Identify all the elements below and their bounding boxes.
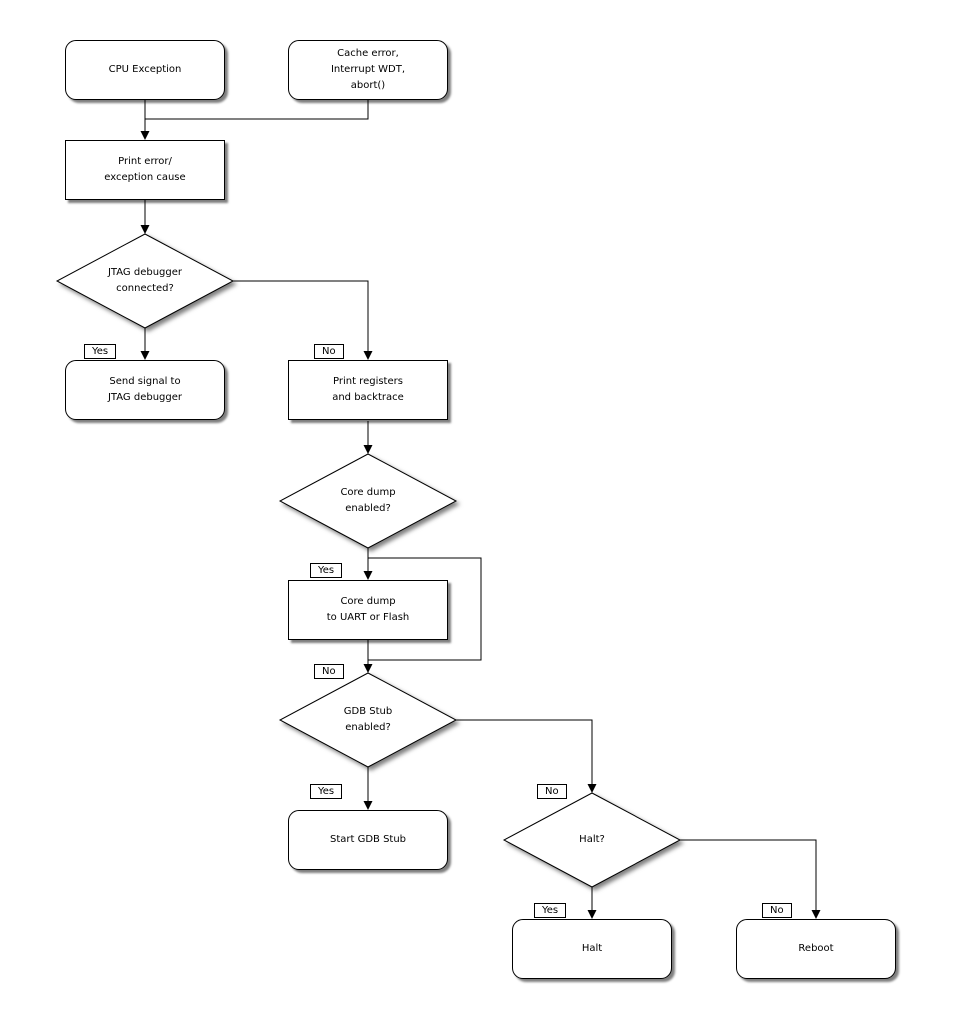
arrowhead	[811, 910, 821, 919]
edge-cache-to-junction	[145, 100, 369, 120]
arrowhead	[363, 351, 373, 360]
arrowhead	[363, 664, 373, 673]
edge-label-gdb-no: No	[537, 784, 567, 799]
node-core-dump-uart-flash-label: Core dump to UART or Flash	[326, 596, 410, 623]
arrowhead	[363, 801, 373, 810]
node-send-signal-jtag: Send signal to JTAG debugger	[65, 360, 225, 420]
edge-gdb-no	[456, 719, 593, 785]
edge-label-halt-no: No	[762, 903, 792, 918]
node-start-gdb-stub-label: Start GDB Stub	[329, 834, 407, 845]
node-halt: Halt	[512, 919, 672, 979]
node-cache-error: Cache error, Interrupt WDT, abort()	[288, 40, 448, 100]
edge-label-jtag-yes: Yes	[84, 344, 117, 359]
decision-jtag-connected-shape	[55, 233, 235, 329]
node-print-registers: Print registers and backtrace	[288, 360, 448, 420]
arrowhead	[363, 445, 373, 454]
edge-label-jtag-no: No	[314, 344, 344, 359]
node-halt-label: Halt	[581, 943, 603, 954]
node-cache-error-label: Cache error, Interrupt WDT, abort()	[330, 48, 406, 91]
arrowhead	[587, 910, 597, 919]
arrowhead	[140, 225, 150, 234]
decision-gdb-stub-enabled-shape	[278, 672, 458, 768]
edge-label-gdb-yes: Yes	[310, 784, 343, 799]
edge-jtag-no	[233, 280, 369, 352]
edge-label-coredump-no: No	[314, 664, 344, 679]
node-reboot-label: Reboot	[798, 943, 834, 954]
decision-halt-shape	[502, 792, 682, 888]
arrowhead	[140, 131, 150, 140]
node-start-gdb-stub: Start GDB Stub	[288, 810, 448, 870]
edge-label-coredump-yes: Yes	[310, 563, 343, 578]
decision-core-dump-enabled-shape	[278, 453, 458, 549]
node-cpu-exception: CPU Exception	[65, 40, 225, 100]
node-reboot: Reboot	[736, 919, 896, 979]
node-print-error-cause-label: Print error/ exception cause	[104, 156, 186, 183]
node-cpu-exception-label: CPU Exception	[108, 64, 182, 75]
edge-coredump-no-bypass	[368, 557, 482, 661]
node-print-registers-label: Print registers and backtrace	[332, 376, 404, 403]
node-send-signal-jtag-label: Send signal to JTAG debugger	[107, 376, 183, 403]
edge-halt-no	[680, 839, 817, 911]
arrowhead	[140, 351, 150, 360]
arrowhead	[587, 784, 597, 793]
arrowhead	[363, 571, 373, 580]
node-core-dump-uart-flash: Core dump to UART or Flash	[288, 580, 448, 640]
edge-label-halt-yes: Yes	[534, 903, 567, 918]
node-print-error-cause: Print error/ exception cause	[65, 140, 225, 200]
